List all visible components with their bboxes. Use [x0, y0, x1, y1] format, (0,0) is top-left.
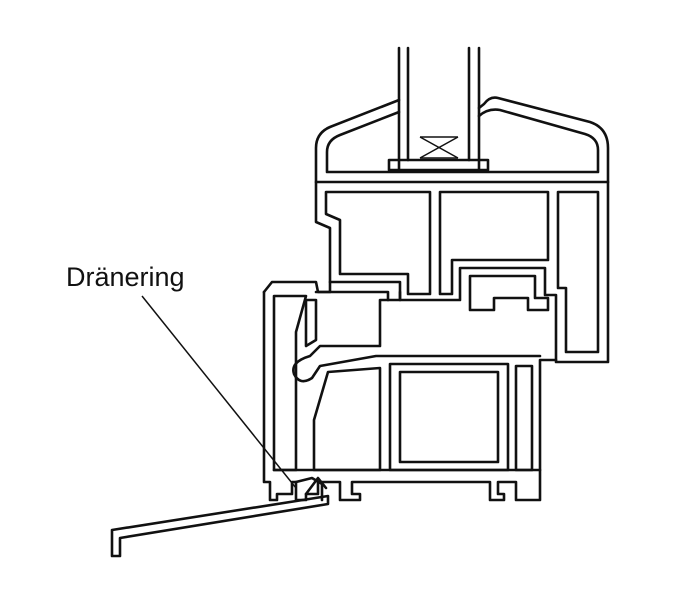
drainage-callout-label: Dränering	[66, 262, 185, 292]
frame-profile	[262, 280, 558, 502]
callout-leader-line	[141, 295, 297, 489]
drainage-and-sill	[110, 476, 330, 558]
glazing-unit	[397, 46, 481, 172]
sash-profile	[314, 180, 610, 364]
glass-spacer	[387, 136, 490, 172]
sash-top-cap	[314, 96, 610, 184]
